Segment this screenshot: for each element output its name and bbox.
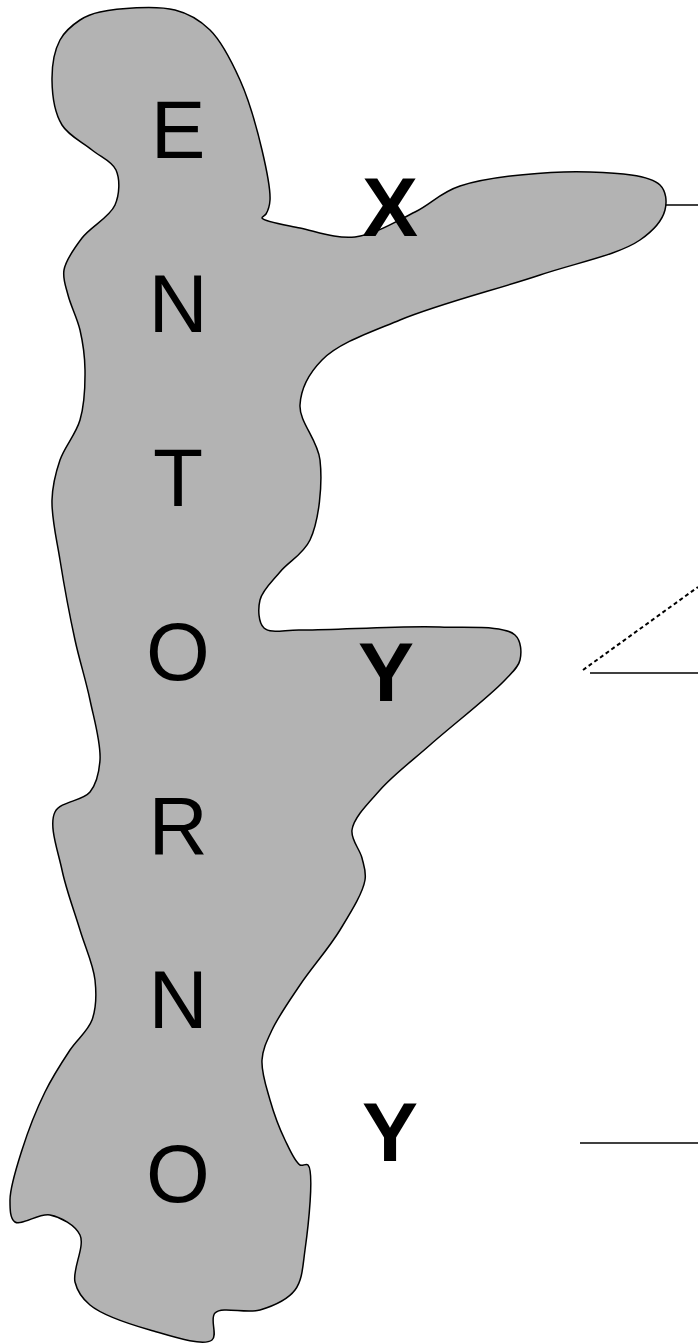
- part-letter: Y: [362, 1090, 418, 1174]
- region-name: ENTORNO: [137, 43, 219, 1261]
- part-letter: X: [362, 165, 418, 249]
- region-fill: [10, 8, 666, 1343]
- leader-line: [580, 1142, 698, 1144]
- leader-line: [590, 672, 698, 674]
- part-letter: Y: [358, 630, 414, 714]
- dashed-leader-line: [583, 587, 698, 670]
